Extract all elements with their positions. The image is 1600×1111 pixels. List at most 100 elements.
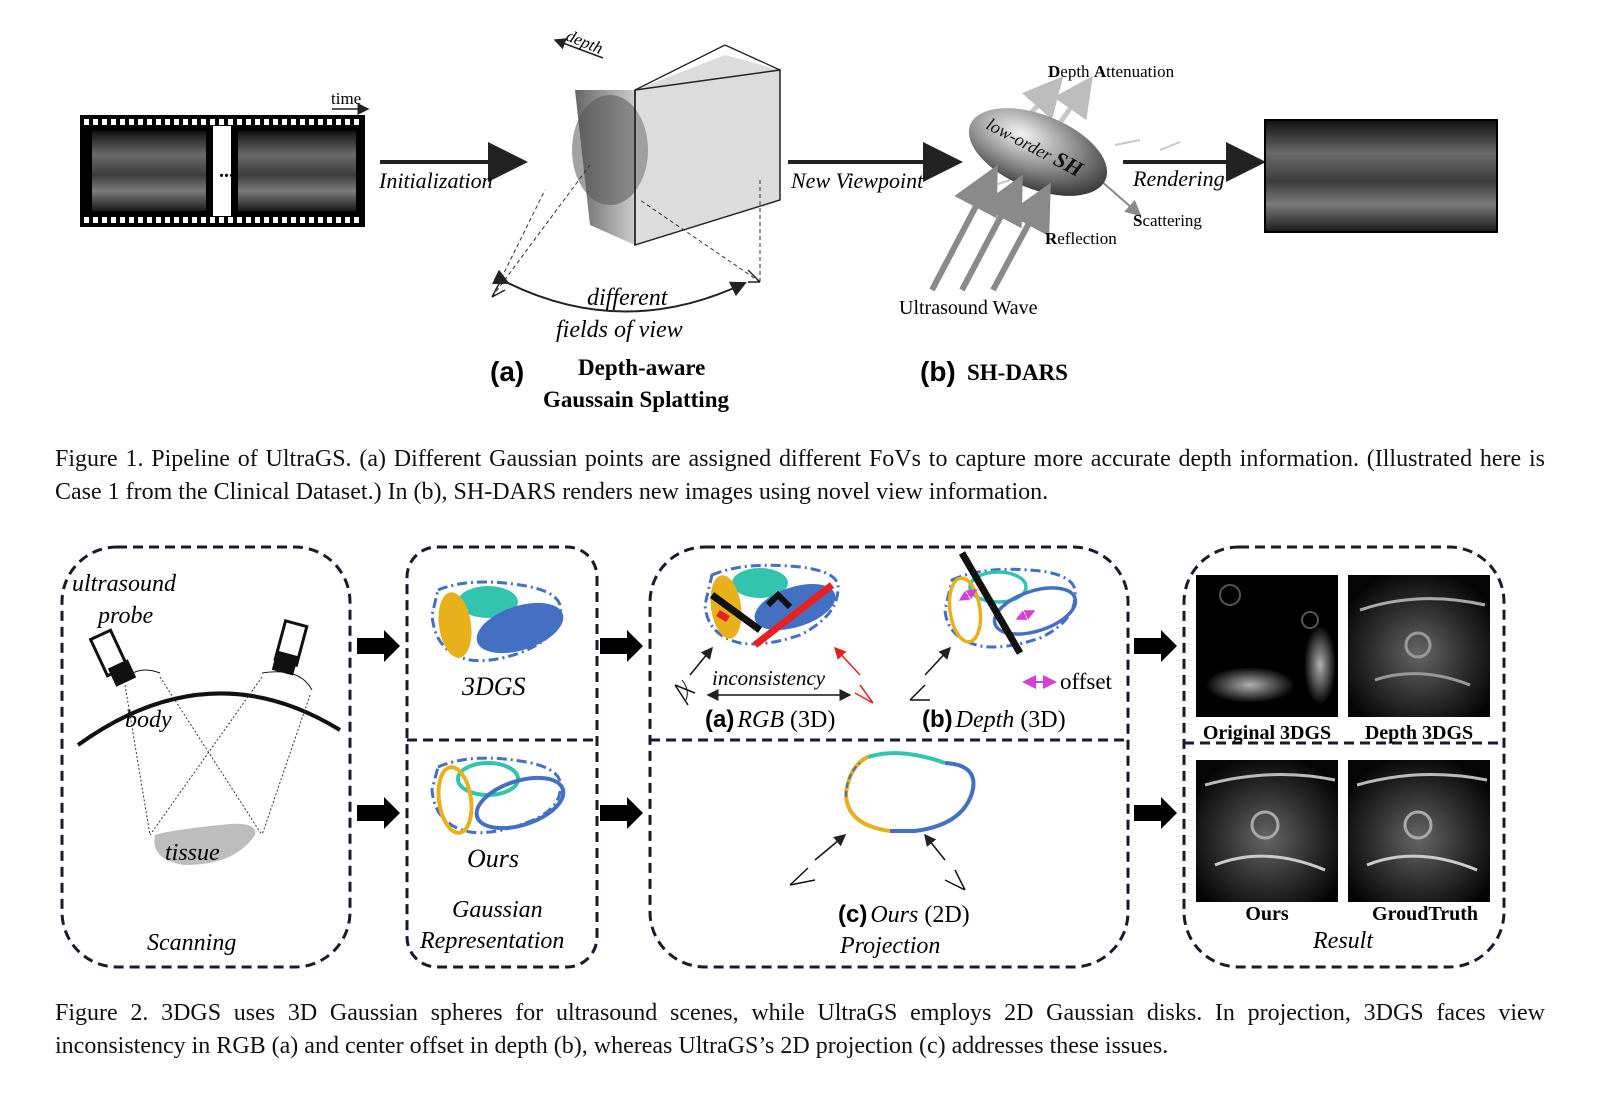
depth-3d-diagram [943,551,1078,655]
film-sprocket-hole [120,217,125,223]
tissue-label: tissue [165,840,220,866]
film-sprocket-hole [120,119,125,125]
film-sprocket-hole [264,119,269,125]
film-sprocket-hole [183,119,188,125]
arrow-to-projection-bottom [600,797,643,829]
film-sprocket-hole [327,217,332,223]
film-sprocket-hole [273,217,278,223]
ultrasound-frame-1 [92,131,206,211]
original-3dgs-label: Original 3DGS [1203,722,1331,744]
gaussian-title-2: Representation [419,928,564,954]
scan-beams [124,676,311,836]
film-sprocket-hole [201,217,206,223]
film-sprocket-hole [291,119,296,125]
scattering-label: Scattering [1133,211,1202,230]
film-sprocket-hole [228,217,233,223]
film-sprocket-hole [219,119,224,125]
film-sprocket-hole [174,119,179,125]
film-sprocket-hole [210,119,215,125]
depth-label: depth [564,26,606,58]
film-sprocket-hole [336,217,341,223]
ultrasound-label: ultrasound [72,571,177,597]
projection-title: Projection [839,933,940,959]
3dgs-label: 3DGS [461,672,526,701]
film-sprocket-hole [318,119,323,125]
film-sprocket-hole [300,217,305,223]
figure2-diagram: ultrasound probe body tissue Scanning 3D… [60,545,1506,969]
panel-a-title-2: Gaussain Splatting [543,387,729,412]
film-sprocket-hole [309,119,314,125]
probe-label: probe [96,603,153,629]
depth-attenuation-label: Depth Attenuation [1048,62,1175,81]
inconsistency-label: inconsistency [712,666,826,690]
film-sprocket-hole [201,119,206,125]
gaussian-title-1: Gaussian [452,897,543,923]
film-sprocket-hole [237,119,242,125]
film-sprocket-hole [255,119,260,125]
ours-result-label: Ours [1245,903,1289,925]
film-sprocket-hole [327,119,332,125]
result-original-3dgs-image [1196,575,1338,717]
film-sprocket-hole [318,217,323,223]
film-sprocket-hole [111,119,116,125]
film-sprocket-hole [219,217,224,223]
fields-of-view-label: fields of view [556,317,683,343]
film-sprocket-hole [354,119,359,125]
ours-2d-diagram [843,751,976,833]
body-label: body [125,707,172,733]
result-ours-image [1196,760,1338,902]
result-depth-3dgs-image [1348,575,1490,717]
film-sprocket-hole [138,217,143,223]
film-sprocket-hole [156,119,161,125]
film-sprocket-hole [300,119,305,125]
ultrasound-wave-label: Ultrasound Wave [899,297,1038,319]
reflection-label: Reflection [1045,229,1117,248]
fov-lines [491,164,761,298]
probe-left-icon [88,628,137,687]
scanning-box [60,545,352,969]
panel-b-tag: (b) [920,356,956,387]
rendering-label: Rendering [1132,166,1225,191]
ellipsis: ... [219,160,234,182]
film-sprocket-hole [111,217,116,223]
new-viewpoint-label: New Viewpoint [790,168,924,193]
figure1-caption: Figure 1. Pipeline of UltraGS. (a) Diffe… [55,446,1545,505]
ultrasound-frame-2 [238,131,356,211]
probe-right-icon [271,618,309,676]
time-label: time [331,89,361,108]
film-sprocket-hole [192,217,197,223]
film-sprocket-hole [93,119,98,125]
tissue-shape [154,823,256,865]
sh-dars-diagram: low-order SH [929,75,1181,292]
arrow-to-result-top [1134,630,1177,662]
film-sprocket-hole [246,119,251,125]
ours-label: Ours [467,844,519,873]
depth-3dgs-label: Depth 3DGS [1365,722,1473,744]
film-sprocket-hole [282,217,287,223]
ours-2d-caption: (c)Ours (2D) [838,901,970,928]
ours-ellipses [430,756,566,835]
camera-left-icon [491,281,506,298]
film-sprocket-hole [345,217,350,223]
film-sprocket-hole [291,217,296,223]
figure1-diagram: ... time Initialization depth different … [80,26,1498,412]
gaussian-box [405,545,599,969]
film-sprocket-hole [165,119,170,125]
arrow-to-3dgs [357,630,400,662]
depth-caption: (b)Depth (3D) [922,706,1066,733]
film-sprocket-hole [165,217,170,223]
figure2-caption: Figure 2. 3DGS uses 3D Gaussian spheres … [55,1000,1545,1059]
film-sprocket-hole [264,217,269,223]
result-title: Result [1312,928,1374,954]
groundtruth-label: GroudTruth [1372,903,1478,925]
arrow-to-ours [357,797,400,829]
film-sprocket-hole [309,217,314,223]
body-curve [76,691,342,747]
film-sprocket-hole [183,217,188,223]
film-sprocket-hole [138,119,143,125]
arrow-to-projection-top [600,630,643,662]
film-sprocket-hole [129,119,134,125]
film-sprocket-hole [174,217,179,223]
film-sprocket-hole [192,119,197,125]
rgb-3d-diagram [703,563,840,648]
